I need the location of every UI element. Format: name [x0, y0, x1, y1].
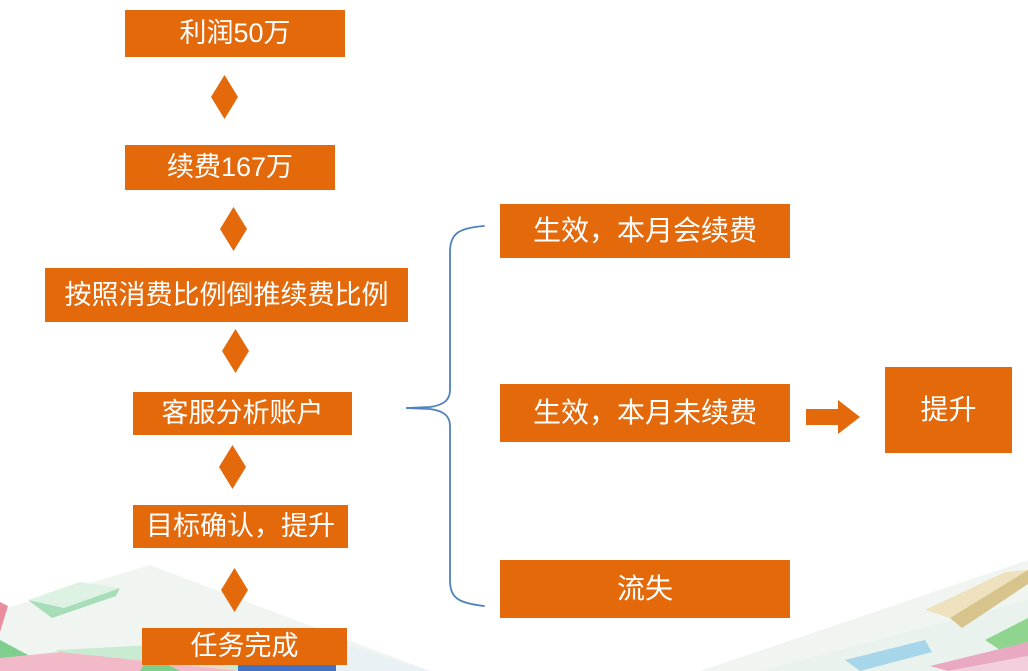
decor-bottom-right	[700, 560, 1028, 671]
flow-diamond-connector	[211, 75, 238, 119]
outcome-improve: 提升	[885, 367, 1012, 453]
flow-diamond-connector	[219, 445, 246, 489]
brace-connector	[405, 225, 485, 607]
flow-step-goal: 目标确认，提升	[133, 505, 348, 548]
flow-step-analysis: 客服分析账户	[133, 392, 352, 435]
branch-not-renewed: 生效，本月未续费	[500, 384, 790, 442]
flow-step-profit: 利润50万	[125, 10, 345, 57]
flow-step-renewal: 续费167万	[125, 145, 335, 190]
footer-accent-bar	[238, 665, 336, 671]
branch-churn: 流失	[500, 560, 790, 618]
flow-step-ratio: 按照消费比例倒推续费比例	[45, 268, 408, 322]
flow-diamond-connector	[220, 207, 247, 251]
flow-step-done: 任务完成	[142, 628, 347, 665]
arrow-right	[806, 400, 860, 434]
branch-will-renew: 生效，本月会续费	[500, 204, 790, 258]
flow-diamond-connector	[222, 329, 249, 373]
